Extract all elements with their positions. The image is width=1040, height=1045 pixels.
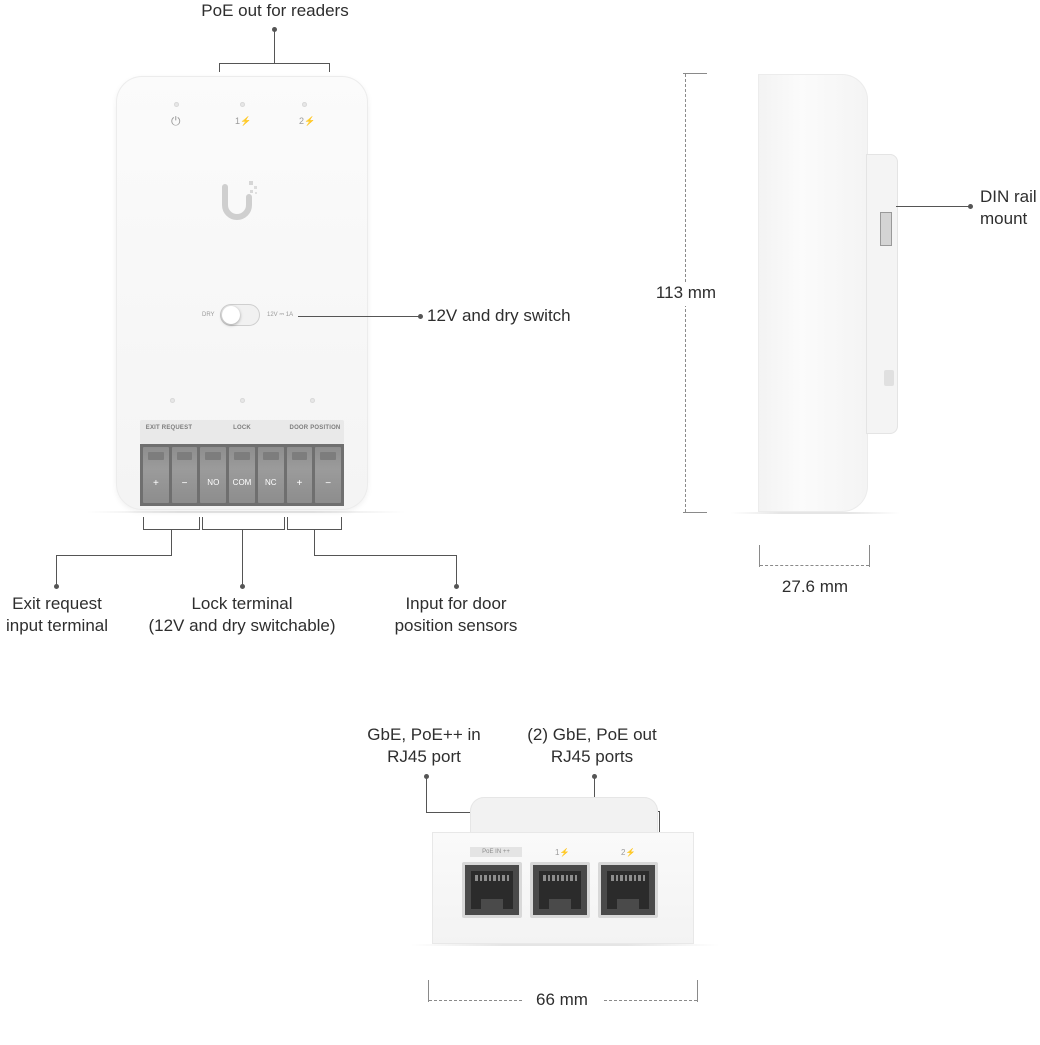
switch-12v-label: 12V ⎓ 1A xyxy=(267,312,294,318)
callout-dot xyxy=(424,774,429,779)
dimension-height: 113 mm xyxy=(655,283,717,302)
device-side-view xyxy=(758,74,868,512)
callout-lock-terminal: Lock terminal (12V and dry switchable) xyxy=(148,594,336,635)
bracket-line xyxy=(284,517,285,529)
indicator-led xyxy=(240,398,245,403)
dimension-tick xyxy=(683,512,707,513)
terminal-block: + − NO COM NC + − xyxy=(140,444,344,506)
clip-notch xyxy=(884,370,894,386)
rj45-poe-in-port[interactable] xyxy=(462,862,522,918)
terminal-exit-plus[interactable]: + xyxy=(143,447,169,503)
dimension-tick xyxy=(428,980,429,1002)
ground-shadow xyxy=(86,511,406,513)
callout-dot xyxy=(592,774,597,779)
dimension-tick xyxy=(683,73,707,74)
group-door-position: DOOR POSITION xyxy=(289,425,341,431)
device-bottom-view: PoE IN ++ 1⚡ 2⚡ xyxy=(432,832,694,944)
terminal-lock-com[interactable]: COM xyxy=(229,447,255,503)
port2-label: 2⚡ xyxy=(621,848,636,857)
terminal-label-bar: EXIT REQUEST LOCK DOOR POSITION xyxy=(140,420,344,444)
port1-led xyxy=(240,102,245,107)
callout-dot xyxy=(418,314,423,319)
bracket-line xyxy=(219,63,220,72)
callout-dot xyxy=(240,584,245,589)
bracket-line xyxy=(659,811,660,847)
terminal-exit-minus[interactable]: − xyxy=(171,447,198,503)
din-rail-clip xyxy=(866,154,898,434)
bracket-line xyxy=(287,517,288,529)
callout-12v-dry-switch: 12V and dry switch xyxy=(427,306,571,325)
leader-line xyxy=(314,555,457,556)
dimension-line-depth xyxy=(760,565,869,566)
group-exit-request: EXIT REQUEST xyxy=(145,425,193,431)
leader-line xyxy=(896,206,970,207)
dimension-width: 66 mm xyxy=(536,990,588,1009)
callout-dot xyxy=(54,584,59,589)
callout-door-position: Input for door position sensors xyxy=(394,594,518,635)
terminal-door-plus[interactable]: + xyxy=(286,447,313,503)
bracket-line xyxy=(341,517,342,529)
leader-line xyxy=(242,530,243,586)
din-rail-latch xyxy=(880,212,892,246)
terminal-lock-no[interactable]: NO xyxy=(200,447,227,503)
poe-in-tag: PoE IN ++ xyxy=(470,847,522,857)
dimension-label-bg xyxy=(522,988,602,1012)
device-front-view: ⏻ 1⚡ 2⚡ DRY 12V ⎓ 1A EXIT REQUEST LOCK D… xyxy=(116,76,368,510)
callout-exit-request: Exit request input terminal xyxy=(5,594,109,635)
dimension-tick xyxy=(697,980,698,1002)
port1-label: 1⚡ xyxy=(555,848,570,857)
callout-poe-out-ports: (2) GbE, PoE out RJ45 ports xyxy=(527,725,657,766)
port2-icon: 2⚡ xyxy=(299,116,316,126)
leader-line xyxy=(594,777,595,812)
terminal-lock-nc[interactable]: NC xyxy=(257,447,284,503)
bracket-line xyxy=(143,517,144,529)
leader-line xyxy=(274,30,275,64)
bracket-line xyxy=(202,529,285,530)
terminal-door-minus[interactable]: − xyxy=(315,447,342,503)
bracket-line xyxy=(287,529,342,530)
callout-dot xyxy=(968,204,973,209)
unifi-logo-icon xyxy=(222,181,257,220)
callout-poe-in-port: GbE, PoE++ in RJ45 port xyxy=(367,725,481,766)
callout-dot xyxy=(272,27,277,32)
dimension-depth: 27.6 mm xyxy=(781,577,849,596)
leader-line xyxy=(56,555,172,556)
port1-icon: 1⚡ xyxy=(235,116,252,126)
indicator-led xyxy=(170,398,175,403)
leader-line xyxy=(56,555,57,585)
leader-line xyxy=(426,812,497,813)
rj45-poe-out-port-2[interactable] xyxy=(598,862,658,918)
callout-dot xyxy=(454,584,459,589)
dimension-tick xyxy=(869,545,870,567)
bracket-line xyxy=(329,63,330,72)
dimension-label-bg xyxy=(650,282,722,306)
leader-line xyxy=(298,316,420,317)
switch-dry-label: DRY xyxy=(202,312,215,318)
indicator-led xyxy=(310,398,315,403)
bracket-line xyxy=(219,63,330,64)
power-led xyxy=(174,102,179,107)
group-lock: LOCK xyxy=(233,425,251,431)
power-icon: ⏻ xyxy=(171,114,181,128)
dry-12v-switch[interactable] xyxy=(220,304,260,326)
bracket-line xyxy=(143,529,200,530)
switch-knob[interactable] xyxy=(222,306,240,324)
bracket-line xyxy=(199,517,200,529)
leader-line xyxy=(171,530,172,556)
ground-shadow xyxy=(410,944,720,946)
leader-line xyxy=(314,530,315,556)
bracket-line xyxy=(202,517,203,529)
ground-shadow xyxy=(730,512,900,514)
port2-led xyxy=(302,102,307,107)
leader-line xyxy=(456,555,457,585)
rj45-poe-out-port-1[interactable] xyxy=(530,862,590,918)
callout-din-rail: DIN rail mount xyxy=(980,187,1037,228)
dimension-tick xyxy=(759,545,760,567)
leader-line xyxy=(426,777,427,813)
callout-poe-out-readers: PoE out for readers xyxy=(201,1,349,20)
